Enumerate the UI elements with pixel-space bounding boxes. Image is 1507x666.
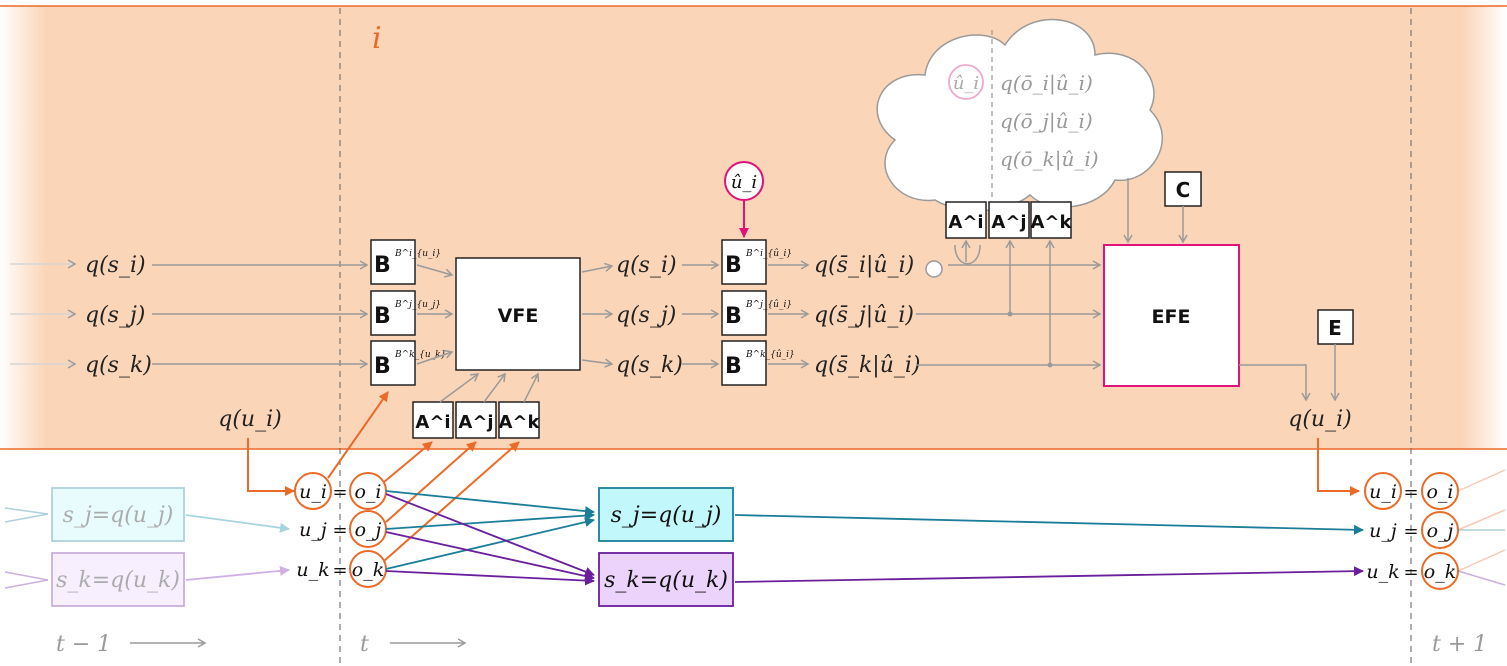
next-obs-node-j	[1421, 511, 1459, 549]
pred-state-j: q(s̄_j|û_i)	[814, 303, 914, 328]
mid-belief-j: q(s_j)	[616, 303, 676, 328]
b-left-label-i: B^i_{u_i}	[394, 249, 441, 259]
cloud-u-hat: û_i	[953, 73, 979, 94]
a-bottom-i-label: A^i	[415, 412, 450, 433]
mid-belief-i: q(s_i)	[616, 253, 677, 278]
b-mid-label-i: B^i_{û_i}	[745, 248, 792, 259]
state-box-k-label: s_k=q(u_k)	[604, 568, 728, 593]
a-block-top-i	[945, 201, 987, 239]
b-left-label-k: B^k_{u_k}	[394, 350, 446, 360]
vfe-box	[455, 257, 581, 371]
svg-text:B: B	[374, 354, 391, 379]
cloud-obs-k: q(ō_k|û_i)	[1000, 147, 1099, 172]
q-u-right: q(u_i)	[1288, 407, 1351, 432]
time-label-next: t + 1	[1432, 632, 1487, 657]
obs-label-j: o_j	[355, 519, 382, 541]
svg-text:B: B	[725, 253, 742, 278]
a-block-top-k	[1030, 201, 1072, 239]
action-label-k: u_k	[296, 559, 329, 581]
vfe-label: VFE	[498, 305, 539, 327]
svg-text:B: B	[725, 354, 742, 379]
left-belief-k: q(s_k)	[85, 353, 152, 378]
a-block-top-j	[988, 201, 1030, 239]
next-action-label-i: u_i	[1369, 481, 1397, 503]
b-mid-label-j: B^j_{û_i}	[745, 299, 792, 310]
cloud-obs-j: q(ō_j|û_i)	[1000, 109, 1093, 134]
b-block-left-i: B	[370, 239, 416, 285]
cloud-u-hat-node	[948, 64, 984, 100]
b-block-left-k: B	[370, 340, 416, 386]
pred-state-i: q(s̄_i|û_i)	[814, 253, 914, 278]
next-obs-label-k: o_k	[1424, 561, 1456, 583]
efe-label: EFE	[1152, 306, 1191, 328]
a-block-bottom-k	[498, 401, 540, 439]
mid-belief-k: q(s_k)	[616, 353, 683, 378]
svg-text:B: B	[374, 253, 391, 278]
svg-text:B: B	[725, 304, 742, 329]
a-bottom-k-label: A^k	[499, 412, 541, 433]
a-top-j-label: A^j	[991, 212, 1026, 233]
left-belief-j: q(s_j)	[85, 303, 145, 328]
svg-text:s_k=q(u_k): s_k=q(u_k)	[56, 568, 180, 593]
c-label: C	[1176, 178, 1191, 202]
next-obs-node-i	[1421, 472, 1459, 510]
state-box-j-label: s_j=q(u_j)	[611, 503, 722, 528]
svg-text:=: =	[332, 560, 347, 581]
a-block-bottom-i	[412, 401, 454, 439]
svg-text:s_j=q(u_j): s_j=q(u_j)	[63, 503, 174, 528]
state-box-j	[598, 487, 734, 542]
a-bottom-j-label: A^j	[458, 412, 493, 433]
a-block-bottom-j	[455, 401, 497, 439]
time-label-prev: t − 1	[56, 632, 111, 657]
q-u-left: q(u_i)	[218, 407, 281, 432]
action-label-j: u_j	[299, 519, 327, 541]
next-action-label-k: u_k	[1366, 561, 1399, 583]
obs-label-k: o_k	[352, 559, 384, 581]
efe-box	[1103, 244, 1240, 387]
action-label-i: u_i	[299, 481, 327, 503]
next-action-label-j: u_j	[1369, 520, 1397, 542]
next-obs-label-i: o_i	[1426, 481, 1453, 503]
svg-text:=: =	[1403, 482, 1418, 503]
c-box	[1164, 171, 1202, 207]
b-block-mid-i: B	[721, 239, 767, 285]
a-top-k-label: A^k	[1031, 212, 1073, 233]
time-label-now: t	[360, 632, 369, 657]
agent-label: i	[372, 21, 382, 56]
action-node-i	[294, 472, 332, 510]
b-mid-label-k: B^k_{û_i}	[745, 349, 795, 360]
svg-text:=: =	[332, 520, 347, 541]
left-belief-i: q(s_i)	[85, 253, 146, 278]
next-obs-node-k	[1421, 552, 1459, 590]
b-block-mid-j: B	[721, 290, 767, 336]
e-label: E	[1328, 316, 1342, 340]
b-block-mid-k: B	[721, 340, 767, 386]
state-box-k	[598, 552, 734, 607]
obs-label-i: o_i	[354, 481, 381, 503]
svg-text:=: =	[1403, 562, 1418, 583]
svg-text:=: =	[332, 482, 347, 503]
next-action-node-i	[1364, 472, 1402, 510]
u-hat-label: û_i	[731, 172, 757, 193]
b-left-label-j: B^j_{u_j}	[394, 300, 441, 310]
svg-text:=: =	[1403, 521, 1418, 542]
next-obs-label-j: o_j	[1427, 520, 1454, 542]
a-top-i-label: A^i	[948, 212, 983, 233]
pred-state-k: q(s̄_k|û_i)	[814, 353, 921, 378]
cloud-obs-i: q(ō_i|û_i)	[1000, 71, 1093, 96]
svg-text:B: B	[374, 304, 391, 329]
b-block-left-j: B	[370, 290, 416, 336]
prev-state-boxes: s_j=q(u_j) s_k=q(u_k)	[4, 487, 185, 607]
